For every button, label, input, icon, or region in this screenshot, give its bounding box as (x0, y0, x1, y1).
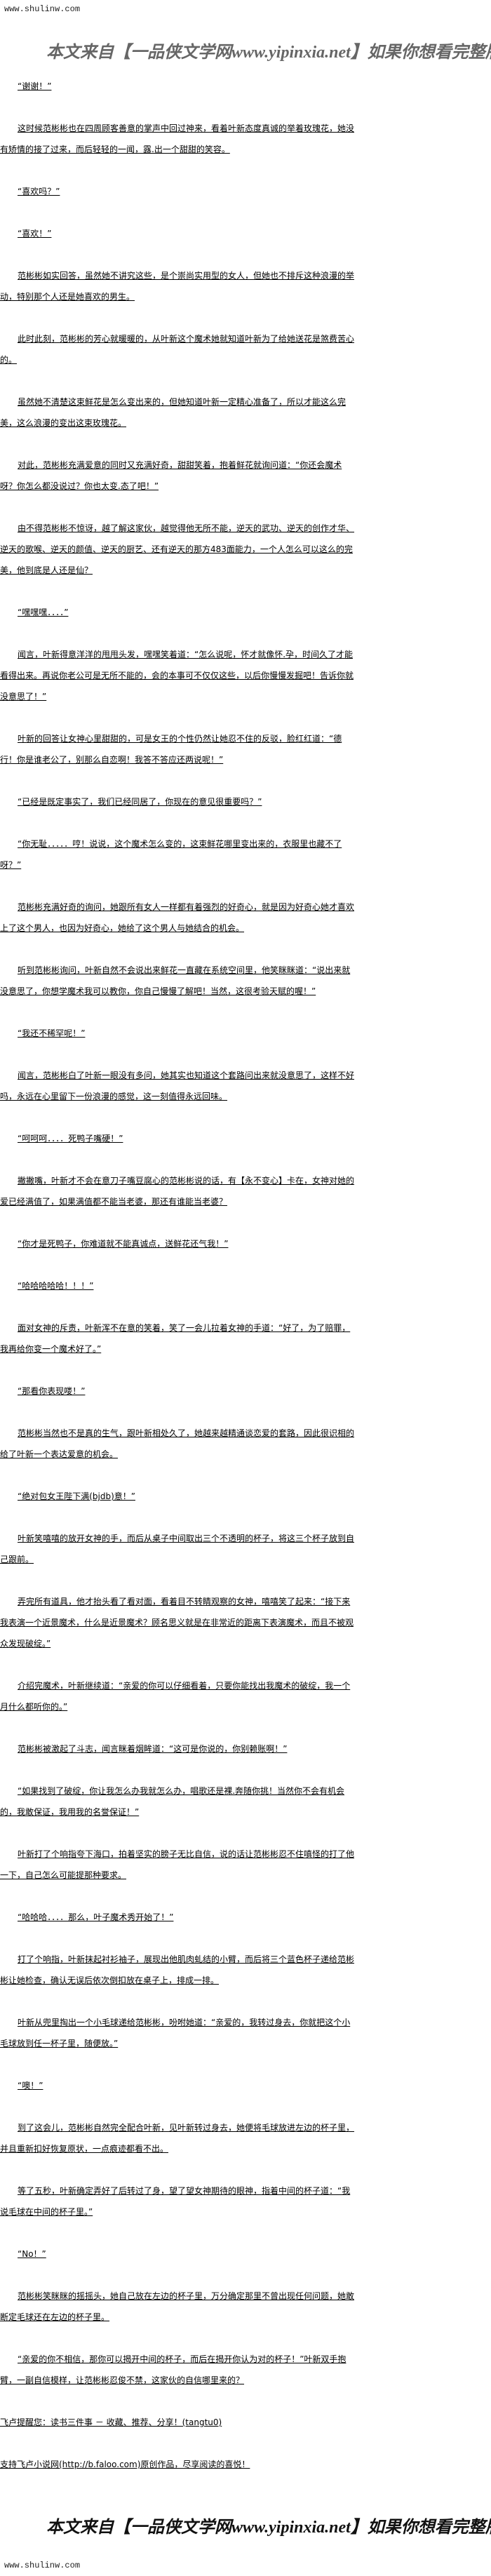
paragraph: 叶新笑嘻嘻的放开女神的手，而后从桌子中间取出三个不透明的杯子，将这三个杯子放到自… (0, 1534, 355, 1564)
paragraph: 虽然她不清楚这束鲜花是怎么变出来的，但她知道叶新一定精心准备了，所以才能这么完美… (0, 397, 347, 428)
paragraph: “亲爱的你不相信，那你可以揭开中间的杯子，而后在揭开你认为对的杯子！”叶新双手抱… (0, 2354, 347, 2385)
paragraph: 对此，范彬彬充满爱意的同时又充满好奇，甜甜笑着，抱着鲜花就询问道：“你还会魔术呀… (0, 460, 342, 491)
paragraph: “喜欢！” (18, 229, 52, 239)
paragraph: “No！” (18, 2249, 46, 2259)
paragraph: 此时此刻，范彬彬的芳心就暖暖的，从叶新这个魔术她就知道叶新为了给她送花是煞费苦心… (0, 334, 355, 365)
paragraph: 打了个响指，叶新抹起衬衫袖子，展现出他肌肉虬结的小臂，而后将三个蓝色杯子递给范彬… (0, 1954, 355, 1985)
paragraph: “呵呵呵．．．．死鸭子嘴硬！” (18, 1134, 123, 1143)
paragraph: 闻言，叶新得意洋洋的甩甩头发，嘿嘿笑着道：“怎么说呢，怀才就像怀.孕，时间久了才… (0, 650, 354, 702)
paragraph: “如果找到了破绽，你让我怎么办我就怎么办，唱歌还是裸.奔随你挑！当然你不会有机会… (0, 1786, 345, 1817)
paragraph-list: “谢谢！” 这时候范彬彬也在四周顾客善意的掌声中回过神来，看着叶新态度真诚的举着玫… (0, 76, 355, 2391)
paragraph: 叶新从兜里掏出一个小毛球递给范彬彬，吩咐她道：“亲爱的，我转过身去，你就把这个小… (0, 2018, 351, 2048)
paragraph: 范彬彬充满好奇的询问，她跟所有女人一样都有着强烈的好奇心，就是因为好奇心她才喜欢… (0, 902, 355, 933)
paragraph: “那看你表现喽！” (18, 1386, 86, 1396)
paragraph: 叶新的回答让女神心里甜甜的，可是女王的个性仍然让她忍不住的反驳，脸红红道：“德行… (0, 734, 342, 765)
watermark-banner-top: 本文来自【一品侠文学网www.yipinxia.net】如果你想看完整版小说，请 (46, 43, 491, 62)
chapter-content: “谢谢！” 这时候范彬彬也在四周顾客善意的掌声中回过神来，看着叶新态度真诚的举着玫… (0, 76, 355, 2496)
paragraph: 介绍完魔术，叶新继续道：“亲爱的你可以仔细看着，只要你能找出我魔术的破绽，我一个… (0, 1681, 351, 1712)
paragraph: 范彬彬如实回答，虽然她不讲究这些，是个崇尚实用型的女人，但她也不排斥这种浪漫的举… (0, 271, 355, 302)
paragraph: “哈哈哈．．．．那么，叶子魔术秀开始了！” (18, 1912, 174, 1922)
paragraph: 这时候范彬彬也在四周顾客善意的掌声中回过神来，看着叶新态度真诚的举着玫瑰花，她没… (0, 123, 355, 154)
site-url-header: www.shulinw.com (4, 4, 81, 14)
site-url-footer: www.shulinw.com (4, 2561, 81, 2570)
paragraph: “你无耻．．．．．哼！说说，这个魔术怎么变的，这束鲜花哪里变出来的，衣服里也藏不… (0, 839, 342, 870)
paragraph: “噢！” (18, 2081, 43, 2091)
paragraph: 到了这会儿，范彬彬自然完全配合叶新，见叶新转过身去，她便将毛球放进左边的杯子里，… (0, 2123, 355, 2154)
paragraph: 听到范彬彬询问，叶新自然不会说出来鲜花一直藏在系统空间里，他笑眯眯道：“说出来就… (0, 965, 351, 996)
paragraph: “哈哈哈哈哈！！！” (18, 1281, 94, 1291)
paragraph: 叶新打了个响指夸下海口，拍着坚实的膀子无比自信，说的话让范彬彬忍不住嗔怪的打了他… (0, 1849, 355, 1880)
paragraph: “谢谢！” (18, 81, 52, 91)
paragraph: “你才是死鸭子，你难道就不能真诚点，送鲜花还气我！” (18, 1239, 229, 1249)
paragraph: “喜欢吗？” (18, 187, 60, 196)
paragraph: 范彬彬当然也不是真的生气，跟叶新相处久了，她越来越精通谈恋爱的套路，因此很识相的… (0, 1428, 355, 1459)
watermark-banner-bottom: 本文来自【一品侠文学网www.yipinxia.net】如果你想看完整版小说，请 (46, 2518, 491, 2537)
footer-support-link[interactable]: 支持飞卢小说网(http://b.faloo.com)原创作品，尽享阅读的喜悦！ (0, 2460, 250, 2469)
footer-reminder: 飞卢提醒您：读书三件事 － 收藏、推荐、分享！(tangtu0) (0, 2417, 222, 2427)
paragraph: “嘿嘿嘿．．．．” (18, 608, 69, 617)
paragraph: 范彬彬被激起了斗志，闻言眯着烟眸道：“这可是你说的，你别赖账啊！” (18, 1744, 288, 1754)
paragraph: 面对女神的斥责，叶新浑不在意的笑着，笑了一会儿拉着女神的手道：“好了，为了赔罪，… (0, 1323, 351, 1354)
paragraph: “已经是既定事实了，我们已经同居了，你现在的意见很重要吗？” (18, 797, 262, 807)
paragraph: “我还不稀罕呢！” (18, 1028, 86, 1038)
paragraph: 弄完所有道具，他才抬头看了看对面，看着目不转睛观察的女神，嘻嘻笑了起来：“接下来… (0, 1597, 354, 1649)
paragraph: 等了五秒，叶新确定弄好了后转过了身，望了望女神期待的眼神，指着中间的杯子道：“我… (0, 2186, 351, 2217)
paragraph: 范彬彬笑眯眯的摇摇头，她自己放在左边的杯子里，万分确定那里不曾出现任何问题，她敢… (0, 2291, 355, 2322)
paragraph: “绝对包女王陛下满(bjdb)意！” (18, 1491, 135, 1501)
paragraph: 闻言，范彬彬白了叶新一眼没有多问，她其实也知道这个套路问出来就没意思了，这样不好… (0, 1071, 355, 1101)
paragraph: 撇撇嘴，叶新才不会在意刀子嘴豆腐心的范彬彬说的话，有【永不变心】卡在，女神对她的… (0, 1176, 355, 1207)
paragraph: 由不得范彬彬不惊讶，越了解这家伙，越觉得他无所不能，逆天的武功、逆天的创作才华、… (0, 523, 355, 575)
